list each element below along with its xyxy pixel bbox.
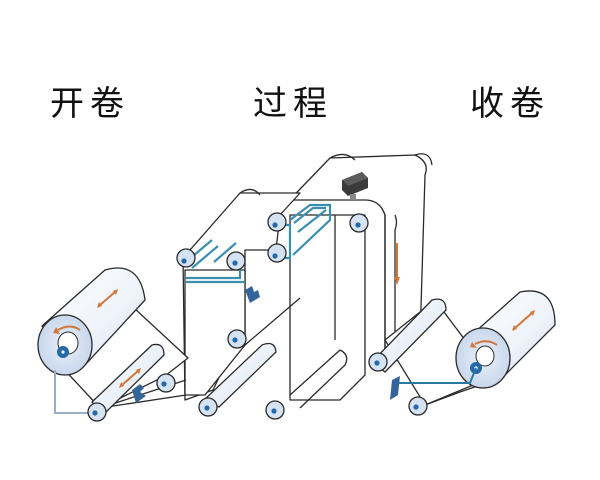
unwind-tension-link — [54, 370, 88, 414]
process-direction-arrow — [394, 243, 400, 285]
roller — [227, 329, 247, 349]
roller — [265, 400, 285, 420]
roller — [198, 397, 218, 417]
unwind-edge-sensor — [132, 384, 146, 403]
unwind-idler-rod — [91, 343, 165, 415]
roller — [267, 212, 287, 232]
roller — [226, 251, 246, 271]
rollers — [87, 212, 428, 422]
rewind-label: 收卷 — [470, 84, 550, 124]
roller — [176, 248, 196, 268]
roller — [267, 243, 287, 263]
roller — [368, 352, 388, 372]
roller — [408, 396, 428, 416]
roller — [156, 373, 176, 393]
roller — [349, 213, 369, 233]
rewind-idler-rod — [371, 298, 447, 373]
roller — [87, 402, 107, 422]
process-guide-rod — [201, 342, 277, 408]
print-head — [342, 172, 368, 200]
rewind-roll — [455, 290, 556, 389]
process-web-lanes — [184, 214, 398, 409]
rewind-tension-link — [395, 367, 477, 384]
process-label: 过程 — [253, 84, 333, 124]
rewind-edge-sensor — [390, 376, 400, 400]
process-edge-sensor — [245, 286, 260, 303]
unwind-roll — [37, 267, 146, 376]
unwind-label: 开卷 — [50, 84, 130, 124]
